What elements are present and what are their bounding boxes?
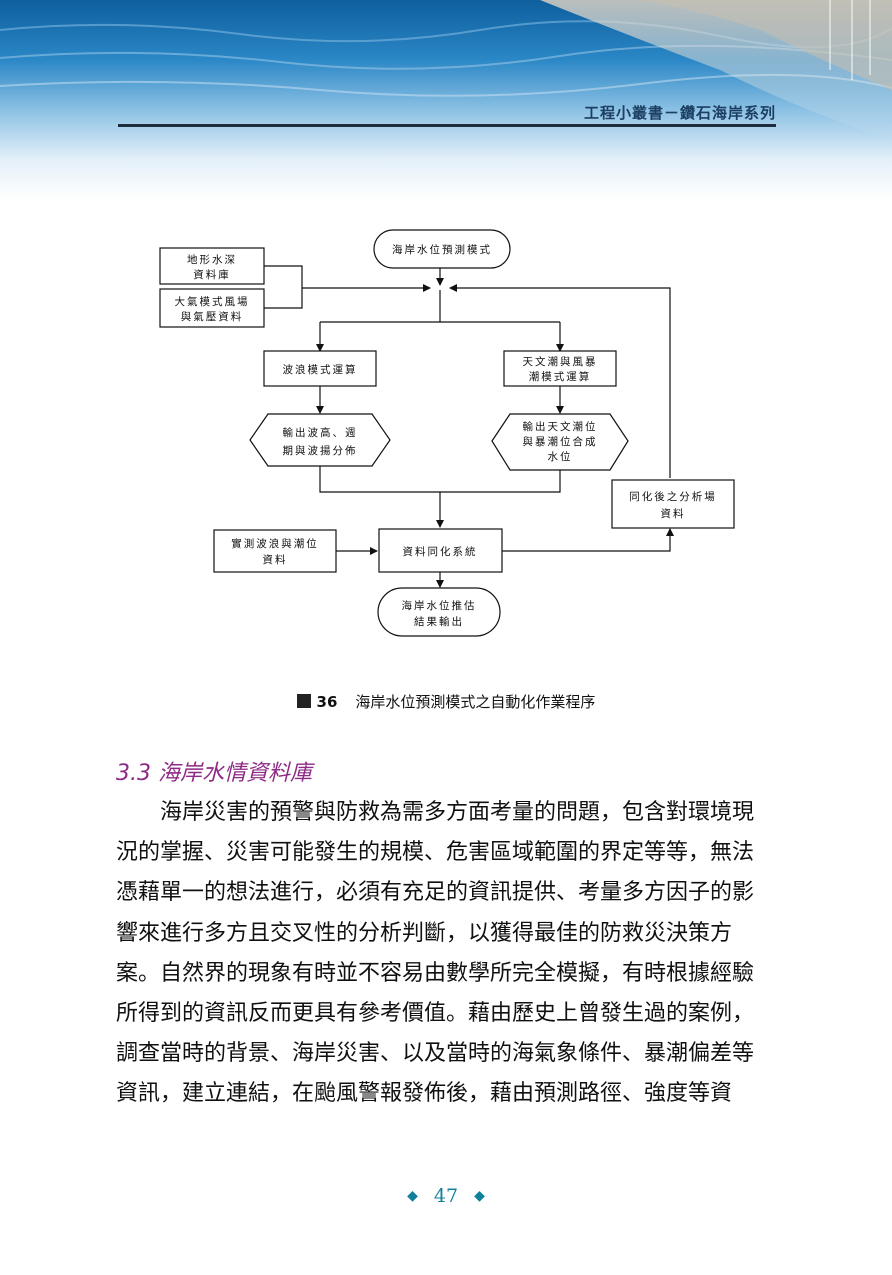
header-rule [118,124,776,127]
flowchart-figure: 海岸水位預測模式 地形水深 資料庫 大氣模式風場 與氣壓資料 波浪模式運算 天文… [150,218,750,658]
figure-marker-icon [296,694,311,708]
series-title: 工程小叢書－鑽石海岸系列 [583,104,776,122]
sea-photo-banner [0,0,892,200]
node-tide-output [491,413,629,471]
tide-output-label-1: 輸出天文潮位 [523,420,598,433]
page-number: 47 [433,1185,459,1207]
assim-field-label-2: 資料 [661,507,686,520]
atmos-label-2: 與氣壓資料 [181,310,244,323]
body-paragraph: 海岸災害的預警與防救為需多方面考量的問題，包含對環境現 況的掌握、災害可能發生的… [116,793,778,1115]
diamond-icon-left: ◆ [407,1188,418,1204]
node-assimilation-system [378,528,503,573]
flowchart: 海岸水位預測模式 地形水深 資料庫 大氣模式風場 與氣壓資料 波浪模式運算 天文… [159,229,735,637]
tide-output-label-3: 水位 [548,450,573,463]
tide-model-label-2: 潮模式運算 [529,370,592,383]
paragraph-line: 調查當時的背景、海岸災害、以及當時的海氣象條件、暴潮偏差等 [116,1041,755,1067]
figure-caption: 36 海岸水位預測模式之自動化作業程序 [0,691,892,712]
tide-output-label-2: 與暴潮位合成 [523,435,598,448]
node-result-output [377,587,501,637]
tide-model-label-1: 天文潮與風暴 [523,355,598,368]
node-wave-output [249,413,391,467]
node-assimilated-field [611,479,735,529]
terrain-label-2: 資料庫 [193,268,231,281]
figure-caption-text: 海岸水位預測模式之自動化作業程序 [355,693,596,711]
wave-model-label: 波浪模式運算 [283,363,358,376]
terrain-label-1: 地形水深 [187,253,237,266]
node-start [373,229,511,269]
diamond-icon-right: ◆ [474,1188,485,1204]
node-start-label: 海岸水位預測模式 [392,243,492,256]
figure-number: 36 [316,693,338,711]
node-observed-data [213,529,337,573]
header-banner [0,0,892,200]
node-tide-model [503,350,617,387]
paragraph-line: 資訊，建立連結，在颱風警報發佈後，藉由預測路徑、強度等資 [116,1081,733,1107]
page-footer: ◆ 47 ◆ [0,1185,892,1207]
result-label-2: 結果輸出 [414,615,464,628]
paragraph-line: 響來進行多方且交叉性的分析判斷，以獲得最佳的防救災決策方 [116,920,733,946]
paragraph-line: 憑藉單一的想法進行，必須有充足的資訊提供、考量多方因子的影 [116,880,755,906]
atmos-label-1: 大氣模式風場 [175,295,250,308]
node-wave-model [263,350,377,387]
section-heading: 3.3 海岸水情資料庫 [116,761,312,786]
paragraph-line: 所得到的資訊反而更具有參考價值。藉由歷史上曾發生過的案例， [116,1001,755,1027]
observed-label-1: 實測波浪與潮位 [231,537,319,550]
paragraph-line: 況的掌握、災害可能發生的規模、危害區域範圍的界定等等，無法 [116,840,755,866]
node-atmos-model [159,288,265,328]
assim-system-label: 資料同化系統 [403,545,478,558]
assim-field-label-1: 同化後之分析場 [629,490,717,503]
paragraph-line: 案。自然界的現象有時並不容易由數學所完全模擬，有時根據經驗 [116,960,755,986]
wave-output-label-2: 期與波揚分佈 [283,444,358,457]
node-terrain-database [159,247,265,285]
wave-output-label-1: 輸出波高、週 [283,426,358,439]
observed-label-2: 資料 [263,553,288,566]
result-label-1: 海岸水位推估 [402,599,477,612]
paragraph-line: 海岸災害的預警與防救為需多方面考量的問題，包含對環境現 [116,800,755,825]
